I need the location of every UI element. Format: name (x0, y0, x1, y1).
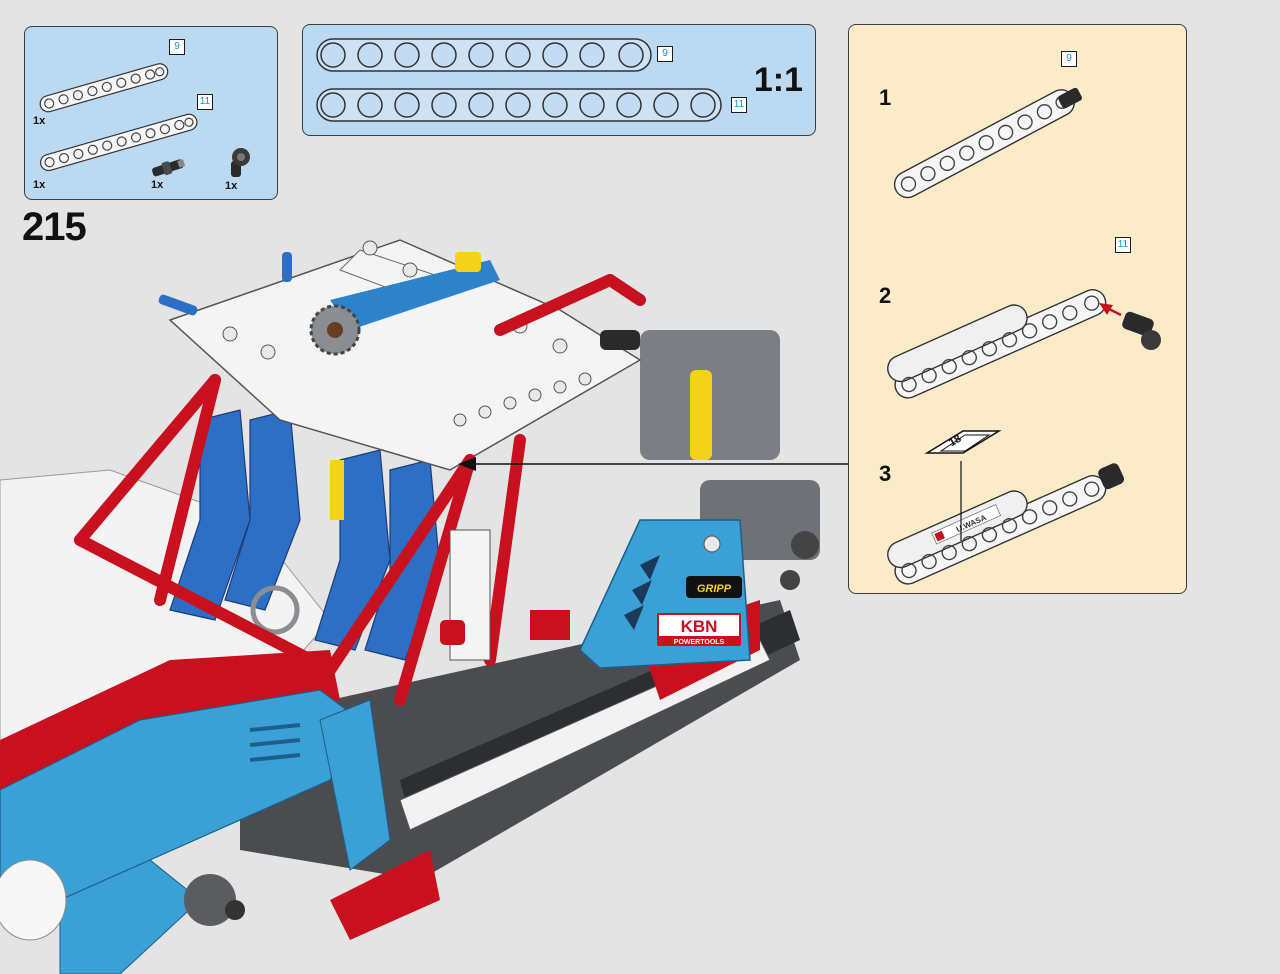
gripp-decal (686, 576, 742, 598)
substep-3-number: 3 (879, 461, 892, 486)
substep-2-assembly (887, 289, 1161, 399)
kbn-decal-text: KBN (681, 617, 718, 636)
beam-9-part (39, 63, 169, 113)
ruler-beam-9 (316, 38, 652, 72)
beam-9-qty: 1x (33, 115, 46, 127)
substep-3-assembly: U.WASA (887, 461, 1125, 585)
axle-pin-connector-part (152, 159, 186, 177)
substep-1-number: 1 (879, 85, 892, 110)
ruler-beam-11-tag: 11 (731, 97, 747, 113)
pin-with-bush-part (231, 148, 250, 177)
substep-1-assembly (893, 87, 1082, 199)
beam-9-length-tag: 9 (169, 39, 185, 55)
scale-label: 1:1 (753, 61, 803, 99)
beam-11-qty: 1x (33, 179, 46, 191)
pin-with-bush-qty: 1x (225, 180, 238, 192)
substep-panel: 1 9 2 11 3 (848, 24, 1187, 594)
gripp-decal-text: GRIPP (697, 583, 732, 595)
ruler-beam-11 (316, 88, 722, 122)
step-number: 215 (22, 205, 87, 249)
beam-11-length-tag: 11 (197, 94, 213, 110)
beam-11-part (39, 113, 198, 172)
kbn-decal-subtext: POWERTOOLS (674, 639, 725, 646)
sticker-indicator-icon (924, 430, 1002, 454)
ruler-beam-9-tag: 9 (657, 46, 673, 62)
substep-1-length-tag: 9 (1061, 51, 1077, 67)
main-model-illustration: GRIPP KBN POWERTOOLS (0, 239, 848, 974)
ruler-panel: 9 11 1:1 (302, 24, 816, 136)
parts-list-panel: 9 1x 11 1x 1x 1x (24, 26, 278, 200)
substep-2-number: 2 (879, 283, 892, 308)
substep-2-length-tag: 11 (1115, 237, 1131, 253)
axle-pin-connector-qty: 1x (151, 179, 164, 191)
